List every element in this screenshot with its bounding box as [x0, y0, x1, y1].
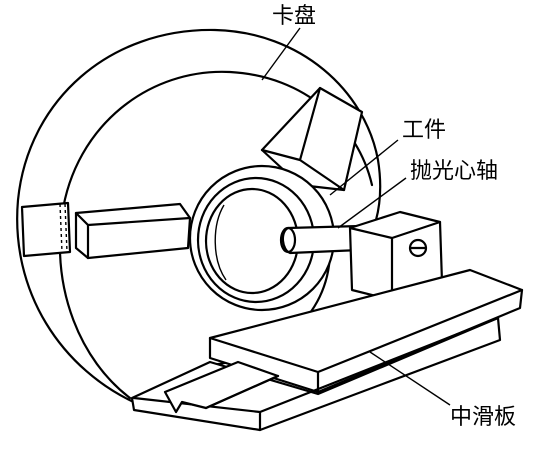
- cross-slide: [130, 268, 524, 432]
- leader-lines: [261, 27, 451, 406]
- workpiece: [188, 164, 336, 312]
- label-workpiece: 工件: [402, 118, 447, 143]
- leader-chuck: [261, 27, 301, 81]
- leader-mandrel: [337, 177, 407, 229]
- leader-workpiece: [329, 139, 399, 196]
- label-mandrel: 抛光心轴: [410, 159, 499, 184]
- label-chuck: 卡盘: [272, 4, 317, 29]
- label-slide: 中滑板: [450, 405, 517, 430]
- polishing-mandrel: [279, 224, 362, 255]
- chuck-jaw-left: [74, 202, 192, 260]
- leader-slide: [369, 351, 451, 406]
